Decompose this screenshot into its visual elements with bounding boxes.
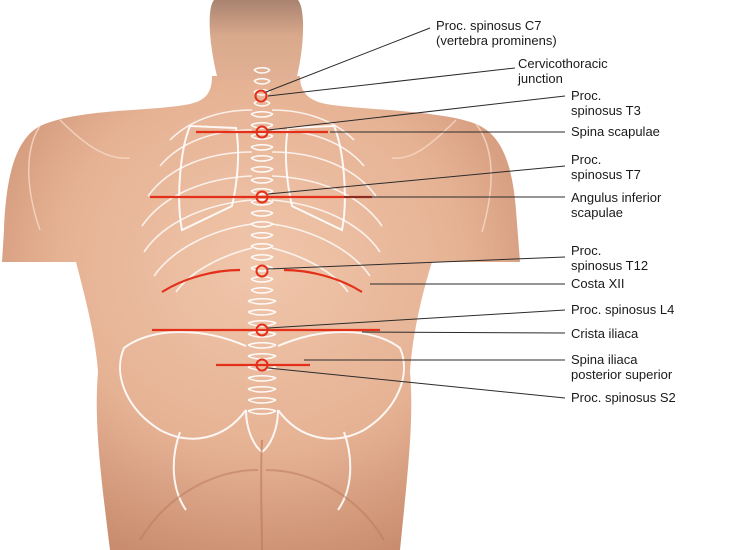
gluteal-cleft <box>261 440 262 550</box>
label-costa-xii: Costa XII <box>571 276 624 291</box>
label-line: spinosus T3 <box>571 103 641 118</box>
label-line: spinosus T7 <box>571 167 641 182</box>
label-cervicothoracic-junction: Cervicothoracic junction <box>518 56 608 86</box>
label-line: scapulae <box>571 205 661 220</box>
label-line: Angulus inferior <box>571 190 661 205</box>
label-spina-scapulae: Spina scapulae <box>571 124 660 139</box>
label-line: Crista iliaca <box>571 326 638 341</box>
label-line: Proc. spinosus S2 <box>571 390 676 405</box>
label-crista-iliaca: Crista iliaca <box>571 326 638 341</box>
label-line: Proc. spinosus C7 <box>436 18 557 33</box>
label-line: Proc. <box>571 88 641 103</box>
label-line: Proc. <box>571 152 641 167</box>
label-line: Proc. <box>571 243 648 258</box>
label-line: spinosus T12 <box>571 258 648 273</box>
leader-ct <box>268 68 515 96</box>
label-line: (vertebra prominens) <box>436 33 557 48</box>
label-line: posterior superior <box>571 367 672 382</box>
label-spina-iliaca-posterior-superior: Spina iliaca posterior superior <box>571 352 672 382</box>
label-proc-spinosus-l4: Proc. spinosus L4 <box>571 302 674 317</box>
label-proc-spinosus-t12: Proc. spinosus T12 <box>571 243 648 273</box>
label-line: Spina scapulae <box>571 124 660 139</box>
label-proc-spinosus-t3: Proc. spinosus T3 <box>571 88 641 118</box>
label-angulus-inferior-scapulae: Angulus inferior scapulae <box>571 190 661 220</box>
label-line: Spina iliaca <box>571 352 672 367</box>
label-line: junction <box>518 71 608 86</box>
label-proc-spinosus-t7: Proc. spinosus T7 <box>571 152 641 182</box>
label-line: Cervicothoracic <box>518 56 608 71</box>
label-line: Costa XII <box>571 276 624 291</box>
label-proc-spinosus-c7: Proc. spinosus C7 (vertebra prominens) <box>436 18 557 48</box>
label-line: Proc. spinosus L4 <box>571 302 674 317</box>
label-proc-spinosus-s2: Proc. spinosus S2 <box>571 390 676 405</box>
